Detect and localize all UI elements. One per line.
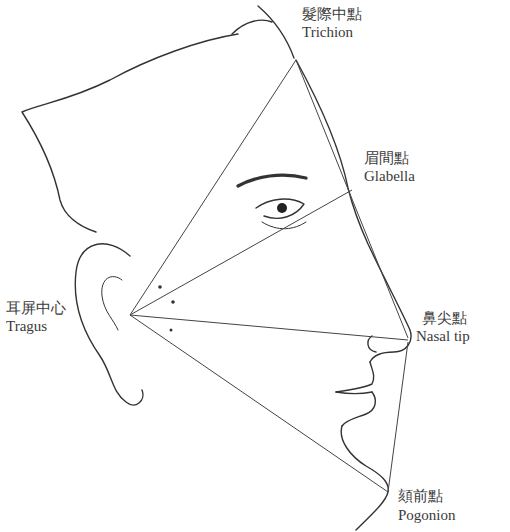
angle-dot	[158, 285, 162, 289]
measurement-lines	[130, 60, 408, 492]
point-name-zh: 眉間點	[362, 150, 411, 167]
point-name-zh: 耳屏中心	[4, 300, 68, 317]
hair-curl	[232, 20, 272, 34]
eye	[256, 199, 304, 218]
nostril	[368, 336, 376, 352]
tragus-nasal-tip-line	[130, 315, 408, 340]
ear-inner	[102, 277, 122, 330]
point-name-en: Tragus	[4, 318, 49, 335]
upper-lip	[336, 362, 374, 392]
eyebrow	[238, 175, 306, 186]
nasal-tip-pogonion-line	[388, 342, 408, 492]
pupil	[277, 203, 287, 213]
trichion-nasal-tip-line	[296, 60, 408, 338]
point-name-en: Pogonion	[396, 507, 458, 524]
angle-dot	[171, 300, 175, 304]
hair-outline	[22, 34, 238, 232]
mouth-line	[336, 392, 372, 394]
point-name-zh: 鼻尖點	[420, 310, 469, 327]
tragus-trichion-line	[130, 60, 296, 315]
tragus-pogonion-line	[130, 315, 388, 492]
point-name-en: Nasal tip	[414, 328, 472, 345]
tragus-glabella-line	[130, 190, 352, 315]
hair-curl	[258, 6, 294, 58]
ear	[75, 244, 143, 405]
point-name-en: Glabella	[362, 168, 417, 185]
point-name-zh: 髮際中點	[300, 6, 364, 23]
angle-dots	[158, 285, 175, 331]
lower-lip	[342, 392, 375, 426]
face-outline	[296, 60, 411, 362]
point-name-zh: 頦前點	[396, 488, 445, 505]
point-name-en: Trichion	[300, 24, 355, 41]
chin-outline	[341, 426, 388, 530]
angle-dot	[170, 329, 173, 332]
